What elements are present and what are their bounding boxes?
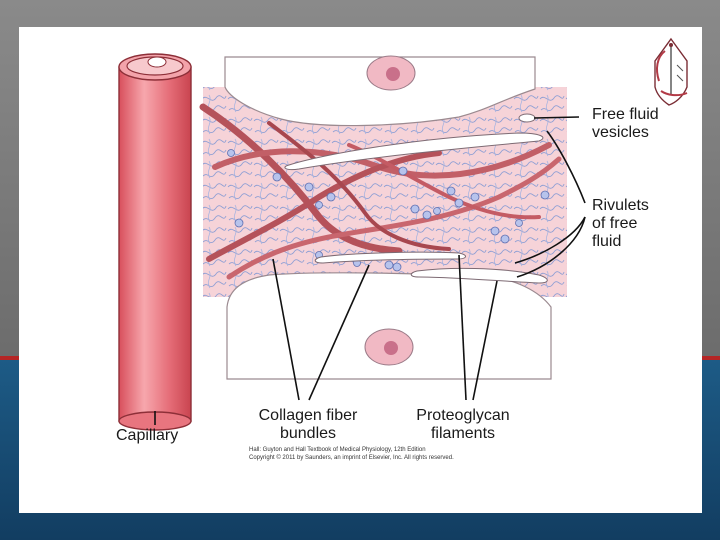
label-rivulets-line3: fluid bbox=[592, 233, 649, 251]
label-proteoglycan-line2: filaments bbox=[403, 425, 523, 443]
bottom-tissue-cell bbox=[227, 273, 551, 379]
label-capillary: Capillary bbox=[116, 427, 178, 445]
label-collagen-line2: bundles bbox=[243, 425, 373, 443]
label-collagen-line1: Collagen fiber bbox=[243, 407, 373, 425]
label-proteoglycan: Proteoglycan filaments bbox=[403, 407, 523, 443]
credit-line1: Hall: Guyton and Hall Textbook of Medica… bbox=[249, 446, 549, 454]
capillary-vessel bbox=[119, 54, 191, 430]
label-collagen: Collagen fiber bundles bbox=[243, 407, 373, 443]
credit-line2: Copyright © 2011 by Saunders, an imprint… bbox=[249, 454, 549, 462]
label-free-fluid-vesicles-line2: vesicles bbox=[592, 124, 659, 142]
slide: Free fluid vesicles Rivulets of free flu… bbox=[19, 27, 702, 513]
label-rivulets: Rivulets of free fluid bbox=[592, 197, 649, 251]
university-logo-icon bbox=[647, 35, 695, 111]
label-proteoglycan-line1: Proteoglycan bbox=[403, 407, 523, 425]
label-rivulets-line2: of free bbox=[592, 215, 649, 233]
label-free-fluid-vesicles: Free fluid vesicles bbox=[592, 106, 659, 142]
label-rivulets-line1: Rivulets bbox=[592, 197, 649, 215]
figure-credit: Hall: Guyton and Hall Textbook of Medica… bbox=[249, 446, 549, 462]
